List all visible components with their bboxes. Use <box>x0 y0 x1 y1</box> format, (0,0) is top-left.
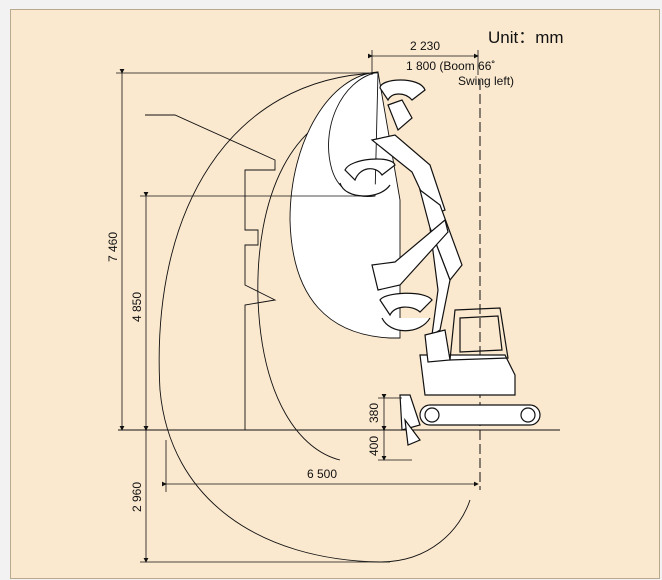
unit-label: Unit：mm <box>488 28 564 47</box>
wall-outline <box>145 114 277 430</box>
dim-dump-height-label: 4 850 <box>130 292 144 322</box>
dim-reach-label: 6 500 <box>307 467 337 481</box>
dim-swing-radius-label-2: Swing left) <box>458 74 514 88</box>
dim-top-width-label: 2 230 <box>410 39 440 53</box>
dim-swing-radius-label: 1 800 (Boom 66˚ <box>406 59 495 73</box>
excavator-arm-drawing <box>339 79 541 446</box>
dim-max-height-label: 7 460 <box>106 232 120 262</box>
outer-reach-envelope <box>158 72 471 563</box>
dim-blade-down-label: 400 <box>367 436 381 456</box>
dim-depth-label: 2 960 <box>130 482 144 512</box>
dim-blade-up-label: 380 <box>367 403 381 423</box>
